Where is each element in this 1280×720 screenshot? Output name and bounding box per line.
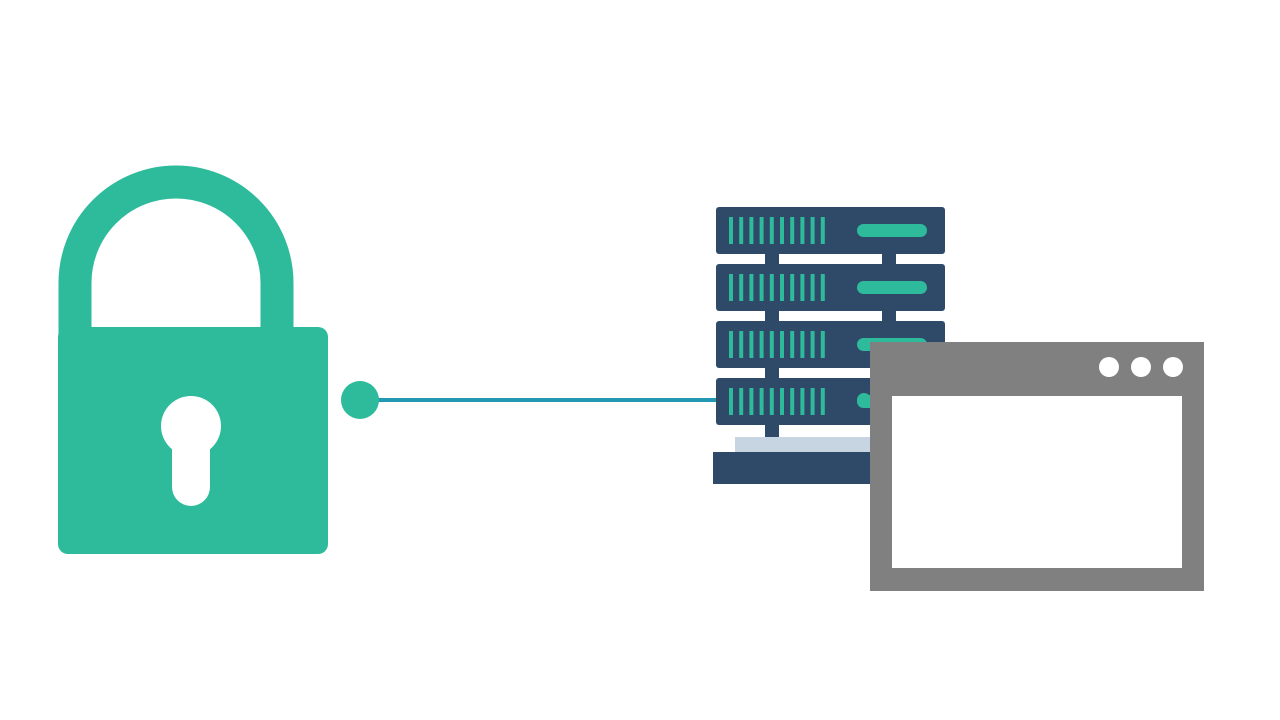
- connector-dot-start: [341, 381, 379, 419]
- server-vent-bar: [780, 274, 784, 301]
- server-vent-bar: [729, 274, 733, 301]
- server-vent-bar: [769, 217, 774, 244]
- server-vent-bar: [810, 331, 815, 358]
- server-vent-bar: [810, 274, 815, 301]
- server-unit: [716, 207, 945, 254]
- server-vent-bar: [759, 331, 764, 358]
- server-vent-bar: [739, 217, 744, 244]
- server-vent-bar: [780, 217, 784, 244]
- server-vent-bar: [800, 331, 805, 358]
- server-vent-bar: [790, 331, 795, 358]
- server-status-light: [857, 281, 927, 294]
- server-vent-bar: [759, 217, 764, 244]
- server-vent-bar: [749, 274, 754, 301]
- server-vent-bar: [800, 388, 805, 415]
- server-vent-bar: [749, 388, 754, 415]
- server-vent-bar: [820, 274, 825, 301]
- server-vent-bar: [790, 388, 795, 415]
- server-vent-bar: [739, 274, 744, 301]
- window-content-area: [892, 396, 1182, 568]
- connector-dot-end: [857, 393, 871, 407]
- server-vent-bar: [759, 274, 764, 301]
- keyhole-slot: [172, 430, 210, 506]
- server-vent-bar: [800, 217, 805, 244]
- server-vent-bar: [729, 217, 733, 244]
- server-vent-bar: [820, 217, 825, 244]
- padlock-icon: [58, 165, 328, 554]
- server-vent-bar: [759, 388, 764, 415]
- server-vent-bar: [729, 388, 733, 415]
- server-vent-bar: [749, 331, 754, 358]
- browser-window-icon: [870, 342, 1204, 591]
- window-controls: [1099, 357, 1183, 377]
- server-base: [713, 452, 873, 484]
- server-vent-bar: [790, 274, 795, 301]
- server-vent-bar: [790, 217, 795, 244]
- server-base-highlight: [735, 437, 875, 453]
- window-control-dot: [1163, 357, 1183, 377]
- window-control-dot: [1131, 357, 1151, 377]
- server-vent-bar: [749, 217, 754, 244]
- server-vent-bar: [769, 274, 774, 301]
- server-vent-bar: [739, 331, 744, 358]
- server-vent-bar: [820, 331, 825, 358]
- server-vent-bar: [810, 388, 815, 415]
- server-vent-bar: [810, 217, 815, 244]
- server-status-light: [857, 224, 927, 237]
- server-unit: [716, 264, 945, 311]
- padlock-shackle: [58, 165, 294, 335]
- server-vent-bar: [729, 331, 733, 358]
- server-vent-bar: [769, 331, 774, 358]
- server-vent-bar: [769, 388, 774, 415]
- window-control-dot: [1099, 357, 1119, 377]
- server-vent-bar: [820, 388, 825, 415]
- server-vent-bar: [780, 331, 784, 358]
- server-vent-bar: [780, 388, 784, 415]
- server-vent-bar: [739, 388, 744, 415]
- server-vent-bar: [800, 274, 805, 301]
